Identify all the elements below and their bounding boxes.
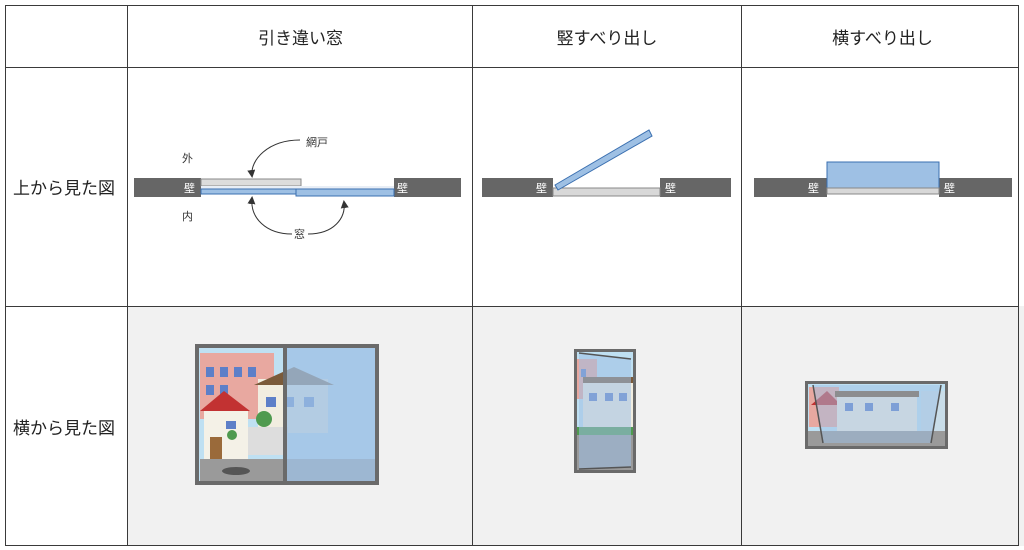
inside-label: 内 (182, 209, 193, 223)
wall-left-label: 壁 (808, 181, 819, 195)
wall-right-label: 壁 (397, 181, 408, 195)
open-sash (826, 161, 940, 189)
top-view-horizontal-pivot-diagram: 壁 壁 (754, 161, 1012, 197)
wall-right (939, 178, 1012, 197)
top-view-sliding-diagram: 壁 壁 外 内 網戸 窓 (134, 135, 461, 241)
screen-label: 網戸 (306, 135, 328, 149)
side-view-horizontal-pivot-illustration (805, 381, 948, 449)
window-arrow-left (247, 196, 293, 235)
frame-sill (552, 187, 661, 197)
wall-left (754, 178, 827, 197)
window-sash-inner (200, 188, 300, 195)
grid-line-h-1 (5, 67, 1019, 68)
header-vertical-pivot-window: 竪すべり出し (556, 28, 658, 49)
wall-right-label: 壁 (944, 181, 955, 195)
grid-line-h-top (5, 5, 1019, 6)
window-arrow-right (307, 200, 349, 235)
row-label-top-view: 上から見た図 (13, 179, 115, 199)
wall-left-label: 壁 (184, 181, 195, 195)
wall-right (394, 178, 461, 197)
header-horizontal-pivot-window: 横すべり出し (832, 28, 933, 49)
grid-line-v-3 (741, 5, 742, 546)
wall-left-label: 壁 (536, 181, 547, 195)
wall-left (134, 178, 201, 197)
grid-line-v-2 (472, 5, 473, 546)
screen-arrow (247, 139, 301, 178)
grid-line-h-bottom (5, 545, 1019, 546)
window-sash-outer (295, 188, 395, 197)
wall-right-label: 壁 (665, 181, 676, 195)
side-view-sliding-illustration (195, 344, 379, 485)
header-sliding-window: 引き違い窓 (258, 28, 343, 49)
grid-line-h-2 (5, 306, 1019, 307)
grid-line-v-1 (127, 5, 128, 546)
outside-label: 外 (182, 152, 193, 165)
frame-sill (826, 187, 940, 195)
window-label: 窓 (294, 227, 305, 241)
wall-left (482, 178, 553, 197)
grid-line-v-right (1018, 5, 1019, 546)
top-view-vertical-pivot-diagram: 壁 壁 (482, 129, 731, 197)
open-sash (554, 129, 653, 191)
side-view-vertical-pivot-illustration (574, 349, 636, 473)
grid-line-v-left (5, 5, 6, 546)
row-label-side-view: 横から見た図 (13, 418, 115, 439)
wall-right (660, 178, 731, 197)
screen-panel (200, 178, 302, 187)
